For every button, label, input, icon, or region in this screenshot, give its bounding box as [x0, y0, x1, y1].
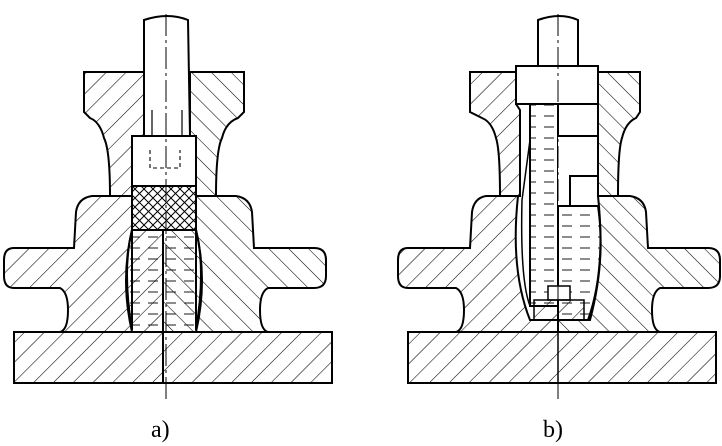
punch-head-b — [515, 65, 599, 105]
punch-stem-b — [529, 103, 559, 307]
workpiece-a — [125, 229, 203, 333]
view-b — [397, 14, 721, 400]
seal-nut-b — [547, 285, 571, 301]
upper-die-left-a — [83, 71, 145, 197]
rubber-pad-a — [131, 185, 197, 231]
punch-rod-a — [143, 15, 192, 137]
punch-block-a — [131, 135, 197, 187]
upper-die-right-a — [189, 71, 245, 197]
caption-a: a) — [151, 417, 170, 443]
upper-die-left-b — [469, 71, 521, 197]
base-b — [407, 331, 717, 384]
caption-b: b) — [543, 417, 563, 443]
lower-die-left-b — [397, 195, 559, 333]
upper-die-right-b — [597, 71, 641, 197]
base-a — [13, 331, 333, 384]
view-a — [3, 14, 333, 400]
